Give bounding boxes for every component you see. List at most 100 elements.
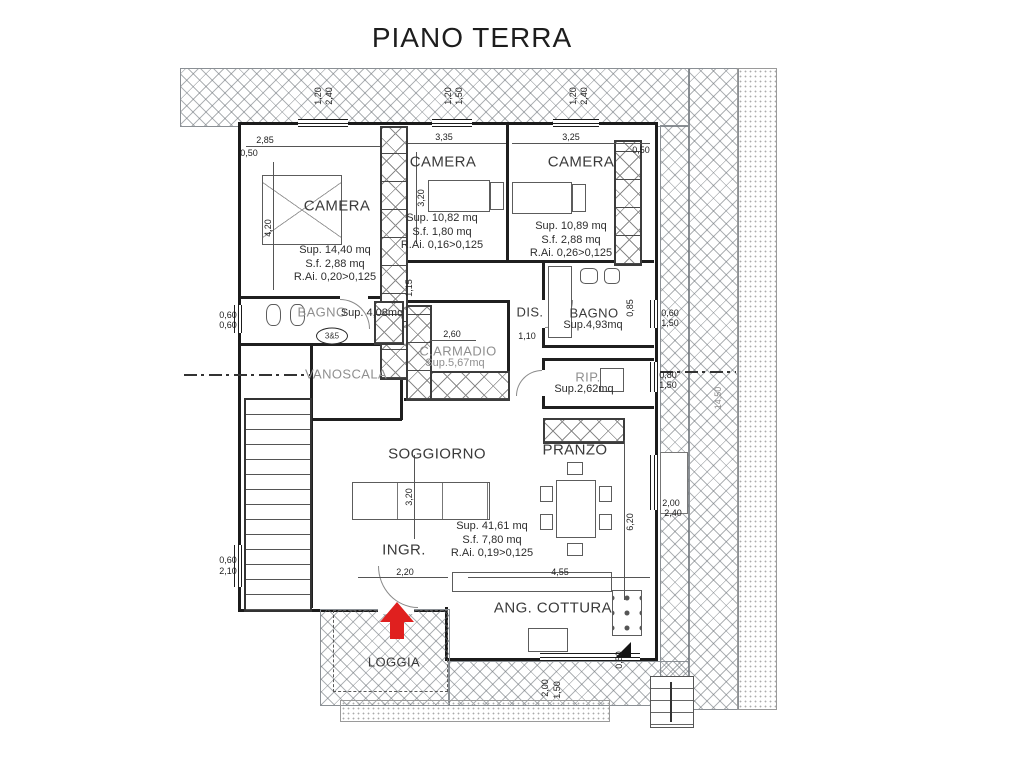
sf-line: S.f. 7,80 mq <box>462 533 522 546</box>
window-right-2 <box>650 362 658 392</box>
dim-top-left-offset: 0,50 <box>240 148 258 158</box>
bagno-left-tag: 3&5 <box>316 327 348 345</box>
dim-line <box>416 152 417 244</box>
room-label-camera-mid: CAMERA <box>409 153 477 171</box>
sup-line: Sup. 41,61 mq <box>456 520 528 532</box>
dim-line <box>408 143 506 144</box>
bathroom-sink <box>266 304 281 326</box>
bagno-right-sup: Sup.4,93mq <box>563 319 623 331</box>
window-left-2 <box>234 545 242 587</box>
kitchen-counter <box>452 572 612 592</box>
wall-under-camera-left <box>240 296 404 299</box>
rai-line: R.Ai. 0,20>0,125 <box>293 271 377 283</box>
terrace-step <box>660 452 688 514</box>
room-label-soggiorno: SOGGIORNO <box>388 445 486 463</box>
chair <box>540 486 553 502</box>
dim-dis-w: 1,10 <box>518 331 536 341</box>
dim-line <box>512 143 650 144</box>
sofa <box>352 482 490 520</box>
dim-ingresso-w: 2,20 <box>396 567 414 577</box>
bathroom-sink-2 <box>580 268 598 284</box>
chair <box>567 462 583 475</box>
dim-win-left2-h: 2,10 <box>219 566 237 576</box>
rai-line: R.Ai. 0,26>0,125 <box>529 247 613 259</box>
external-stair-arrow <box>670 682 672 722</box>
stipple-south-strip <box>340 700 610 722</box>
washing-machine <box>600 368 624 392</box>
room-label-vano-scala: VANOSCALA <box>304 366 388 382</box>
stipple-right-strip <box>737 68 777 710</box>
wall-vano-bottom <box>310 418 402 421</box>
staircase <box>244 398 312 612</box>
wall-rip-top <box>542 358 654 361</box>
dim-win1-h: 2,40 <box>324 87 334 105</box>
bathroom-wc-2 <box>604 268 620 284</box>
dim-corridor: 1,15 <box>404 279 414 297</box>
room-label-camera-right: CAMERA <box>547 153 615 171</box>
pillow-right <box>572 184 586 212</box>
bathtub <box>548 266 572 338</box>
window-right-3 <box>650 455 658 510</box>
dim-line <box>273 162 274 290</box>
camera-left-door-opening <box>340 296 368 299</box>
room-label-rip: RIP. <box>575 369 601 385</box>
wardrobe-column-right <box>614 140 642 266</box>
dim-line <box>414 455 415 539</box>
wall-bagno-left-bottom <box>240 343 402 346</box>
armadio-sup: Sup.5,67mq <box>425 357 485 369</box>
camera-right-stats: Sup. 10,89 mq S.f. 2,88 mq R.Ai. 0,26>0,… <box>530 220 612 261</box>
rai-line: R.Ai. 0,16>0,125 <box>400 239 484 251</box>
dim-win-right2-w: 0,80 <box>659 370 677 380</box>
rip-sup: Sup.2,62mq <box>554 383 614 395</box>
chair <box>540 514 553 530</box>
dim-top-room1: 2,85 <box>256 135 274 145</box>
dim-step-h: 2,40 <box>664 508 682 518</box>
section-line-right <box>660 371 736 373</box>
dim-line <box>468 577 650 578</box>
sup-line: Sup. 10,82 mq <box>406 212 478 224</box>
soggiorno-stats: Sup. 41,61 mq S.f. 7,80 mq R.Ai. 0,19>0,… <box>451 520 533 561</box>
pranzo-sideboard <box>543 418 625 444</box>
dim-camera-left-depth: 4,20 <box>263 219 273 237</box>
double-bed <box>262 175 342 245</box>
dim-armadio-w: 2,60 <box>443 329 461 339</box>
camera-left-stats: Sup. 14,40 mq S.f. 2,88 mq R.Ai. 0,20>0,… <box>294 244 376 285</box>
kitchen-island <box>528 628 568 652</box>
window-right-1 <box>650 300 658 328</box>
window-top-1 <box>298 119 348 127</box>
dim-bagno-right-v: 0,85 <box>625 299 635 317</box>
dim-win-right1-w: 0,60 <box>661 308 679 318</box>
rip-door-opening <box>542 370 545 396</box>
dim-win3-h: 2,40 <box>579 87 589 105</box>
armadio-row <box>430 371 510 401</box>
dim-win2-w: 1,20 <box>443 87 453 105</box>
dim-win1-w: 1,20 <box>313 87 323 105</box>
entrance-arrow-icon <box>380 602 414 622</box>
room-label-cottura: ANG. COTTURA <box>493 599 613 617</box>
wall-rip-bottom <box>542 406 654 409</box>
room-label-bagno-left: BAGNO <box>297 304 347 320</box>
window-top-3 <box>553 119 599 127</box>
dim-win3-w: 1,20 <box>568 87 578 105</box>
dim-line <box>624 440 625 600</box>
chair <box>599 514 612 530</box>
dim-step-w: 2,00 <box>662 498 680 508</box>
external-stair <box>650 676 694 728</box>
sf-line: S.f. 1,80 mq <box>412 225 472 238</box>
dim-cottura-w: 4,55 <box>551 567 569 577</box>
dim-win-left1-w: 0,60 <box>219 310 237 320</box>
wall-bagno-right-bottom <box>542 345 654 348</box>
wall-under-cameras <box>404 260 654 263</box>
sup-line: Sup. 10,89 mq <box>535 220 607 232</box>
room-label-loggia: LOGGIA <box>367 654 421 670</box>
bagno-left-sup: Sup. 4,08mq <box>340 307 404 319</box>
dim-win-right1-h: 1,50 <box>661 318 679 328</box>
shower-box <box>374 301 404 345</box>
dim-win-bottom-h: 1,50 <box>552 681 562 699</box>
room-label-camera-left: CAMERA <box>303 197 371 215</box>
single-bed-mid <box>428 180 490 212</box>
window-left-1 <box>234 305 242 333</box>
dim-top-right-offset: 0,50 <box>632 145 650 155</box>
dim-win-bottom-w: 2,00 <box>540 679 550 697</box>
